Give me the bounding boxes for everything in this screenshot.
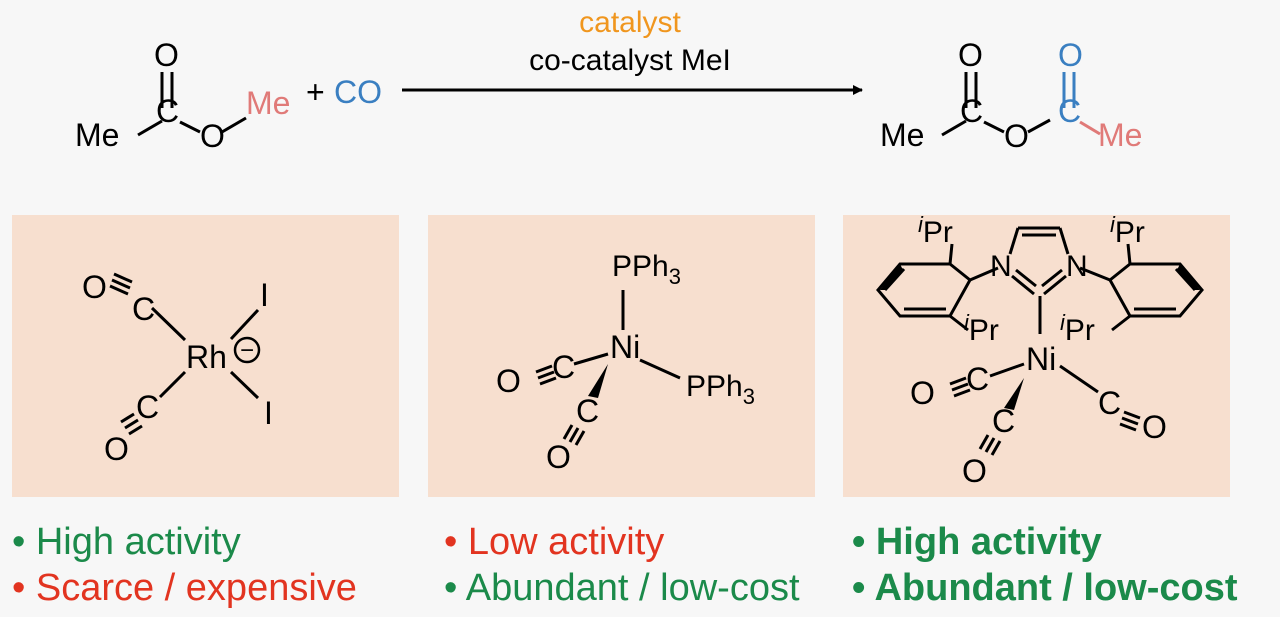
panel-rhodium	[12, 215, 399, 497]
ipr-label-bottom-left: iPr	[964, 310, 999, 347]
feature-low-activity: • Low activity	[444, 521, 664, 563]
ipr-label-bottom-right: iPr	[1060, 310, 1095, 347]
nickel-phosphine-bonds	[535, 290, 681, 446]
nhc-carbonyl-oxygen-left: O	[910, 375, 935, 411]
phosphine-label-top: PPh3	[612, 250, 681, 289]
ipr-label-top-left: iPr	[918, 212, 953, 249]
right-aryl-bold-edge	[1177, 264, 1200, 290]
plus-sign: +	[306, 74, 325, 110]
feature-abundant-low-cost: • Abundant / low-cost	[444, 567, 800, 609]
ni-carbonyl-oxygen-left: O	[496, 363, 521, 399]
feature-scarce-expensive: • Scarce / expensive	[12, 567, 357, 609]
nickel-phosphine-features: • Low activity • Abundant / low-cost	[444, 521, 800, 609]
rhodium-features: • High activity • Scarce / expensive	[12, 521, 357, 609]
catalyst-label: catalyst	[579, 6, 681, 39]
iodide-label-bottom: I	[264, 395, 273, 431]
iodide-label-top: I	[260, 277, 269, 313]
rh-carbonyl-carbon-bottom: C	[136, 389, 159, 425]
nickel-label: Ni	[610, 329, 640, 365]
product-new-oxygen-label: O	[1058, 37, 1083, 73]
reactant-methyl-acetate	[137, 72, 247, 137]
nhc-carbonyl-carbon-bottom: C	[992, 403, 1015, 439]
rhodium-complex-bonds	[109, 272, 260, 436]
ni-carbonyl-carbon-left: C	[552, 349, 575, 385]
carbonyl-oxygen-label: O	[154, 37, 179, 73]
product-carbonyl-oxygen-label: O	[958, 37, 983, 73]
nhc-carbonyl-carbon-right: C	[1098, 385, 1121, 421]
product-acetic-anhydride	[941, 72, 1101, 137]
nhc-carbonyl-oxygen-bottom: O	[962, 453, 987, 489]
rhodium-label: Rh	[186, 339, 227, 375]
feature-high-activity-bold: • High activity	[852, 521, 1102, 563]
feature-abundant-low-cost-bold: • Abundant / low-cost	[852, 567, 1238, 609]
rh-carbonyl-oxygen-bottom: O	[104, 431, 129, 467]
feature-high-activity: • High activity	[12, 521, 241, 563]
cocatalyst-label: co-catalyst MeI	[529, 44, 731, 77]
carbon-monoxide-label: CO	[334, 74, 382, 110]
rh-carbonyl-oxygen-top: O	[82, 269, 107, 305]
product-bridge-oxygen-label: O	[1004, 118, 1029, 154]
ester-oxygen-label: O	[200, 118, 225, 154]
wedge-bond	[588, 364, 608, 398]
nhc-carbonyl-oxygen-right: O	[1142, 409, 1167, 445]
product-acyl-methyl-label: Me	[1098, 117, 1142, 153]
ni-carbonyl-oxygen-bottom: O	[546, 439, 571, 475]
rh-carbonyl-carbon-top: C	[132, 291, 155, 327]
nhc-nitrogen-right: N	[1066, 250, 1088, 283]
product-new-carbon-label: C	[1058, 93, 1081, 129]
ni-carbonyl-carbon-bottom: C	[576, 393, 599, 429]
left-aryl-bold-edge	[880, 264, 903, 290]
negative-charge-sign: −	[240, 337, 254, 364]
carbonyl-carbon-label: C	[156, 93, 179, 129]
negative-charge-icon	[233, 336, 261, 364]
ipr-label-top-right: iPr	[1110, 212, 1145, 249]
nhc-nitrogen-left: N	[990, 250, 1012, 283]
ester-methyl-label: Me	[246, 85, 290, 121]
product-carbonyl-carbon-label: C	[960, 93, 983, 129]
methyl-group-label: Me	[75, 117, 119, 153]
product-methyl-label: Me	[880, 117, 924, 153]
nickel-nhc-features: • High activity • Abundant / low-cost	[852, 521, 1238, 609]
nhc-nickel-label: Ni	[1026, 341, 1056, 377]
nhc-carbonyl-carbon-left: C	[966, 361, 989, 397]
panel-nickel-phosphine	[428, 215, 815, 497]
panel-nickel-nhc	[843, 215, 1230, 497]
nhc-wedge-bond	[1004, 378, 1024, 410]
phosphine-label-right: PPh3	[686, 370, 755, 409]
